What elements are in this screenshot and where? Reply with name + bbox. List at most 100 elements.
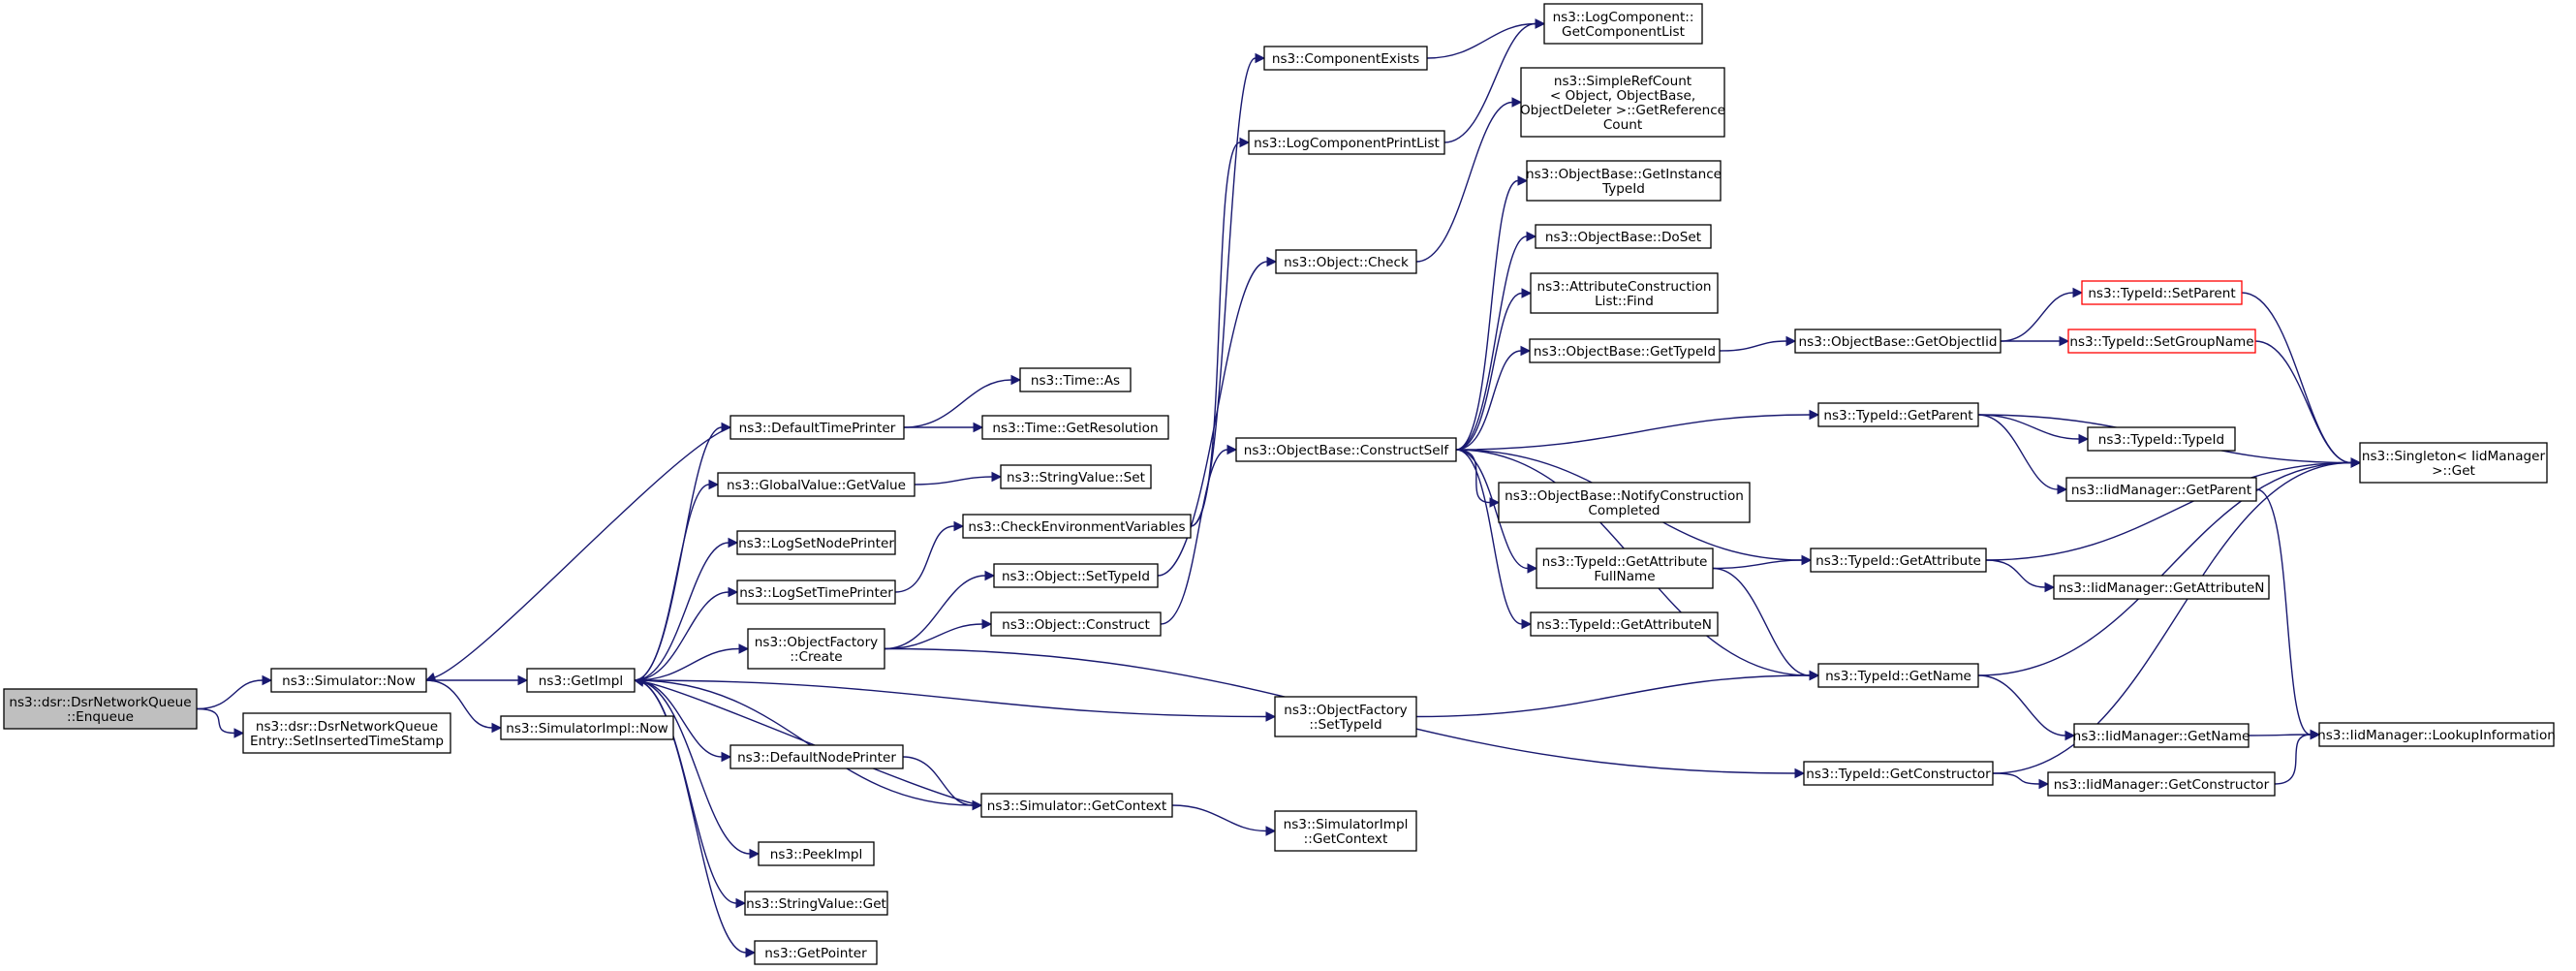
node-label: ns3::Simulator::Now [282,673,416,689]
node-tid-getattrn[interactable]: ns3::TypeId::GetAttributeN [1530,611,1719,637]
node-obj-construct[interactable]: ns3::Object::Construct [990,611,1162,637]
node-label: ns3::IidManager::GetName [2073,729,2250,744]
node-singleton-get[interactable]: ns3::Singleton< IidManager>::Get [2359,442,2548,484]
edge-comp_exists-to-lc_getlist [1426,22,1536,59]
node-enqueue[interactable]: ns3::dsr::DsrNetworkQueue::Enqueue [3,688,198,730]
node-label: ns3::TypeId::TypeId [2098,432,2224,448]
node-label: List::Find [1595,294,1654,309]
arrowhead-tid_getattrfull-to-tid_getname [1809,670,1820,681]
node-sim-now[interactable]: ns3::Simulator::Now [270,668,427,693]
node-sim-getctx[interactable]: ns3::Simulator::GetContext [980,793,1173,818]
node-label: ns3::Singleton< IidManager [2362,449,2546,464]
edge-tid_getname-to-iid_getname [1977,674,2066,736]
node-tid-getname[interactable]: ns3::TypeId::GetName [1817,663,1979,688]
node-box [747,628,885,670]
node-box [736,530,896,555]
node-tid-tid[interactable]: ns3::TypeId::TypeId [2087,426,2236,452]
node-box [1817,402,1979,427]
node-check-env[interactable]: ns3::CheckEnvironmentVariables [962,514,1192,539]
arrowhead-of_create-to-obj_construct [981,618,993,630]
node-getimpl[interactable]: ns3::GetImpl [526,668,636,693]
node-iid-getctor[interactable]: ns3::IidManager::GetConstructor [2047,771,2276,797]
edge-def_node-to-sim_getctx [902,756,974,806]
arrowhead-obj_check-to-src_getref [1511,97,1523,108]
node-comp-exists[interactable]: ns3::ComponentExists [1263,46,1428,71]
arrowhead-ob_getobjtid-to-tid_setparent [2072,287,2084,298]
node-ob-gettid[interactable]: ns3::ObjectBase::GetTypeId [1529,338,1721,363]
node-box [1248,130,1445,155]
node-of-create[interactable]: ns3::ObjectFactory::Create [747,628,885,670]
node-time-res[interactable]: ns3::Time::GetResolution [981,415,1169,440]
edge-sim_now-to-simimpl_now [425,679,493,729]
node-log-time[interactable]: ns3::LogSetTimePrinter [736,579,896,605]
node-obj-check[interactable]: ns3::Object::Check [1275,249,1417,274]
arrowhead-ob_cs-to-tid_getattrfull [1527,563,1538,574]
edge-sim_getctx-to-getimpl [642,680,982,806]
edge-tid_getname-to-singleton_get [1977,461,2352,676]
node-gv-get[interactable]: ns3::GlobalValue::GetValue [717,472,916,497]
node-def-node[interactable]: ns3::DefaultNodePrinter [729,744,904,769]
node-getptr[interactable]: ns3::GetPointer [754,940,878,965]
node-iid-lookup[interactable]: ns3::IidManager::LookupInformation [2317,722,2556,747]
node-log-node[interactable]: ns3::LogSetNodePrinter [736,530,896,555]
node-obj-settid[interactable]: ns3::Object::SetTypeId [993,563,1159,588]
node-box [2318,722,2555,747]
node-tid-getattr[interactable]: ns3::TypeId::GetAttribute [1810,548,1987,573]
arrowhead-getimpl-to-sv_get [735,897,747,909]
node-label: ns3::AttributeConstruction [1536,279,1711,295]
node-iid-getname[interactable]: ns3::IidManager::GetName [2073,723,2250,748]
edge-getimpl-to-log_time [634,591,729,681]
node-tid-setgroup[interactable]: ns3::TypeId::SetGroupName [2067,329,2256,354]
node-label: ns3::StringValue::Set [1007,470,1145,486]
node-log-print[interactable]: ns3::LogComponentPrintList [1248,130,1445,155]
node-tid-getctor[interactable]: ns3::TypeId::GetConstructor [1803,761,1994,786]
node-sv-get[interactable]: ns3::StringValue::Get [744,891,888,916]
node-box [242,712,451,754]
node-tid-setparent[interactable]: ns3::TypeId::SetParent [2081,280,2243,305]
node-set-ins[interactable]: ns3::dsr::DsrNetworkQueueEntry::SetInser… [242,712,451,754]
node-box [1543,3,1703,45]
arrowhead-log_time-to-check_env [953,520,965,532]
node-ob-cs[interactable]: ns3::ObjectBase::ConstructSelf [1235,437,1457,462]
node-box [981,415,1169,440]
node-iid-getparent[interactable]: ns3::IidManager::GetParent [2065,477,2257,502]
node-simimpl-now[interactable]: ns3::SimulatorImpl::Now [500,715,674,740]
node-lc-getlist[interactable]: ns3::LogComponent::GetComponentList [1543,3,1703,45]
node-sv-set[interactable]: ns3::StringValue::Set [1000,464,1152,489]
node-iid-getattrn[interactable]: ns3::IidManager::GetAttributeN [2053,575,2270,600]
arrowhead-ob_getobjtid-to-tid_setgroup [2059,335,2070,347]
node-box [1794,329,2002,354]
node-ob-doset[interactable]: ns3::ObjectBase::DoSet [1535,224,1712,249]
node-box [744,891,888,916]
edge-ob_cs-to-tid_getattrfull [1455,449,1529,570]
node-label: ns3::Simulator::GetContext [987,799,1167,814]
node-box [1274,696,1417,737]
node-def-time[interactable]: ns3::DefaultTimePrinter [729,415,905,440]
arrowhead-getimpl-to-of_settid [1265,711,1277,722]
edge-of_create-to-obj_settid [884,575,986,650]
arrowhead-getimpl-to-getptr [745,947,757,958]
node-box [1275,249,1417,274]
arrowhead-enqueue-to-sim_now [262,674,273,686]
node-box [1526,160,1722,202]
node-box [754,940,878,965]
arrowhead-ob_cs-to-ob_gettid [1520,345,1532,357]
node-peek[interactable]: ns3::PeekImpl [758,841,875,866]
node-label: ::Enqueue [67,709,134,725]
node-time-as[interactable]: ns3::Time::As [1019,367,1132,392]
node-src-getref[interactable]: ns3::SimpleRefCount< Object, ObjectBase,… [1520,67,1725,138]
edge-getimpl-to-of_settid [634,679,1267,718]
node-box [1263,46,1428,71]
node-tid-getparent[interactable]: ns3::TypeId::GetParent [1817,402,1979,427]
node-of-settid[interactable]: ns3::ObjectFactory::SetTypeId [1274,696,1417,737]
node-ob-getobjtid[interactable]: ns3::ObjectBase::GetObjectIid [1794,329,2002,354]
edge-tid_setgroup-to-singleton_get [2254,340,2352,464]
node-box [1498,482,1751,523]
edge-tid_getctor-to-iid_getctor [1992,772,2040,785]
edge-iid_getname-to-iid_lookup [2248,734,2312,736]
node-ob-notify[interactable]: ns3::ObjectBase::NotifyConstructionCompl… [1498,482,1751,523]
node-simimpl-getctx[interactable]: ns3::SimulatorImpl::GetContext [1274,810,1417,852]
